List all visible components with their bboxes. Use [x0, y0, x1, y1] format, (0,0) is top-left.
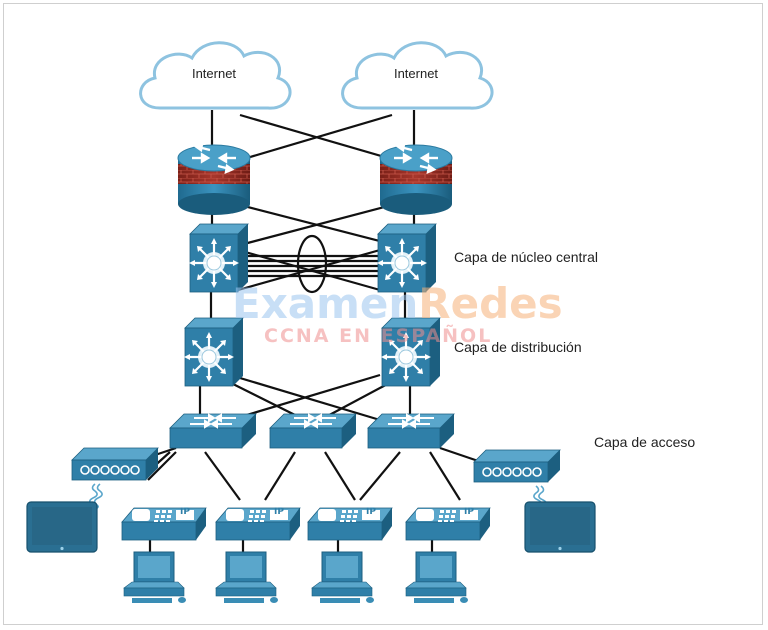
wireless-ap-left: [71, 447, 159, 481]
watermark-part2: Redes: [418, 279, 562, 328]
pc-4: [405, 551, 469, 604]
label-access-layer: Capa de acceso: [594, 434, 695, 450]
ip-phone-4: IP: [405, 507, 491, 541]
diagram-frame: [3, 3, 763, 625]
phone-badge: IP: [274, 507, 284, 517]
etherchannel-ring: [296, 234, 328, 294]
wireless-ap-right: [473, 449, 561, 483]
cloud-label: Internet: [394, 66, 438, 81]
pc-2: [215, 551, 279, 604]
watermark-part1: Examen: [232, 279, 418, 328]
access-switch-1: [169, 413, 257, 449]
pc-3: [311, 551, 375, 604]
phone-badge: IP: [366, 507, 376, 517]
ip-phone-2: IP: [215, 507, 301, 541]
watermark-subtitle: CCNA EN ESPAÑOL: [264, 323, 492, 347]
router-firewall-left: [176, 142, 252, 217]
internet-cloud-left: Internet: [139, 41, 292, 110]
phone-badge: IP: [464, 507, 474, 517]
label-distribution-layer: Capa de distribución: [454, 339, 582, 355]
tablet-right: [524, 501, 596, 553]
internet-cloud-right: Internet: [341, 41, 494, 110]
access-switch-3: [367, 413, 455, 449]
tablet-left: [26, 501, 98, 553]
distribution-switch-left: [182, 316, 245, 388]
router-firewall-right: [378, 142, 454, 217]
watermark: ExamenRedes CCNA EN ESPAÑOL: [232, 279, 563, 347]
ip-phone-3: IP: [307, 507, 393, 541]
ip-phone-1: IP: [121, 507, 207, 541]
cables: [139, 110, 491, 555]
access-switch-2: [269, 413, 357, 449]
phone-badge: IP: [180, 507, 190, 517]
svg-text:ExamenRedes: ExamenRedes: [232, 279, 563, 328]
label-core-layer: Capa de núcleo central: [454, 249, 598, 265]
pc-1: [123, 551, 187, 604]
cloud-label: Internet: [192, 66, 236, 81]
